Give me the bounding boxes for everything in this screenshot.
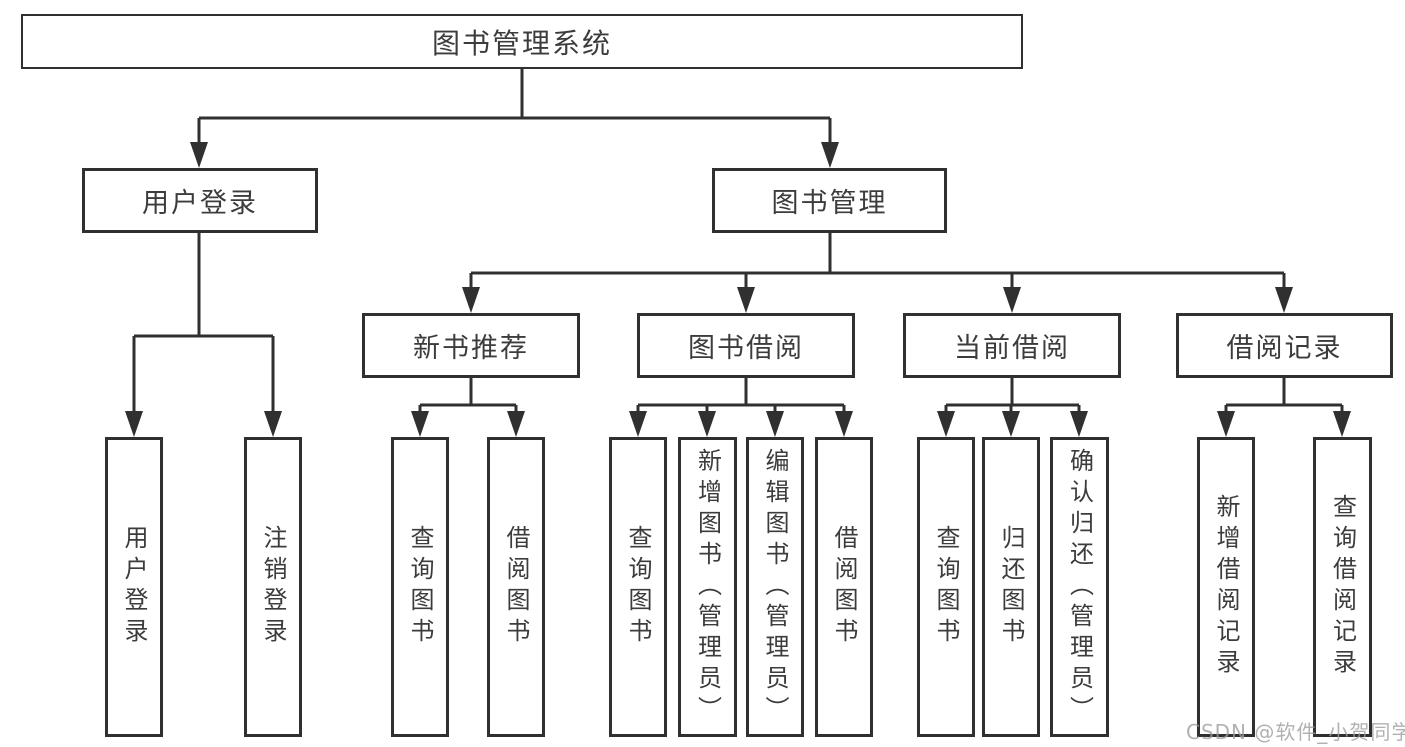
leaf-edit-book-admin: 编辑图书（管理员） (746, 437, 804, 737)
leaf-add-book-admin: 新增图书（管理员） (678, 437, 737, 737)
node-current-borrowing-label: 当前借阅 (954, 333, 1070, 364)
leaf-borrow-books-recommend-label: 借阅图书 (502, 525, 530, 649)
leaf-query-books-recommend-label: 查询图书 (406, 525, 434, 649)
leaf-confirm-return-admin: 确认归还（管理员） (1050, 437, 1109, 737)
leaf-return-books-label: 归还图书 (997, 525, 1025, 649)
leaf-borrow-books-borrowing-label: 借阅图书 (830, 525, 858, 649)
node-user-login-label: 用户登录 (142, 188, 258, 219)
node-library-management-system-label: 图书管理系统 (431, 26, 612, 60)
leaf-logout: 注销登录 (244, 437, 302, 737)
node-library-management-system: 图书管理系统 (21, 14, 1023, 69)
connector-book-management-branch (469, 233, 1286, 292)
node-current-borrowing: 当前借阅 (903, 313, 1121, 378)
connector-new-book-branch (418, 378, 518, 417)
leaf-query-books-borrowing: 查询图书 (609, 437, 667, 737)
leaf-logout-label: 注销登录 (259, 525, 287, 649)
leaf-borrow-books-borrowing: 借阅图书 (815, 437, 873, 737)
leaf-add-borrow-record-label: 新增借阅记录 (1212, 494, 1240, 680)
connector-book-borrowing-branch (636, 378, 846, 417)
leaf-query-books-current-label: 查询图书 (932, 525, 960, 649)
leaf-add-book-admin-label: 新增图书（管理员） (693, 447, 722, 727)
leaf-edit-book-admin-label: 编辑图书（管理员） (761, 447, 789, 727)
leaf-user-login-label: 用户登录 (120, 525, 148, 649)
leaf-confirm-return-admin-label: 确认归还（管理员） (1065, 447, 1094, 727)
leaf-user-login: 用户登录 (105, 437, 163, 737)
csdn-watermark: CSDN @软件_小贺同学 (1186, 720, 1405, 744)
leaf-add-borrow-record: 新增借阅记录 (1197, 437, 1255, 737)
leaf-query-borrow-record: 查询借阅记录 (1313, 437, 1372, 737)
leaf-query-books-borrowing-label: 查询图书 (624, 525, 652, 649)
connector-user-login-branch (132, 233, 275, 414)
node-book-borrowing-label: 图书借阅 (688, 333, 804, 364)
leaf-query-books-recommend: 查询图书 (391, 437, 449, 737)
node-new-book-recommendation: 新书推荐 (362, 313, 580, 378)
connector-current-borrowing-branch (944, 378, 1081, 417)
node-book-borrowing: 图书借阅 (637, 313, 855, 378)
node-borrowing-records-label: 借阅记录 (1226, 333, 1343, 364)
leaf-return-books: 归还图书 (982, 437, 1040, 737)
leaf-borrow-books-recommend: 借阅图书 (487, 437, 545, 737)
node-book-management: 图书管理 (712, 168, 947, 233)
node-user-login: 用户登录 (82, 168, 318, 233)
connector-borrow-records-branch (1224, 378, 1344, 417)
node-borrowing-records: 借阅记录 (1176, 313, 1393, 378)
leaf-query-books-current: 查询图书 (917, 437, 975, 737)
leaf-query-borrow-record-label: 查询借阅记录 (1328, 494, 1357, 680)
node-book-management-label: 图书管理 (771, 188, 888, 219)
connector-root-trunk (197, 69, 832, 146)
node-new-book-recommendation-label: 新书推荐 (413, 333, 529, 364)
